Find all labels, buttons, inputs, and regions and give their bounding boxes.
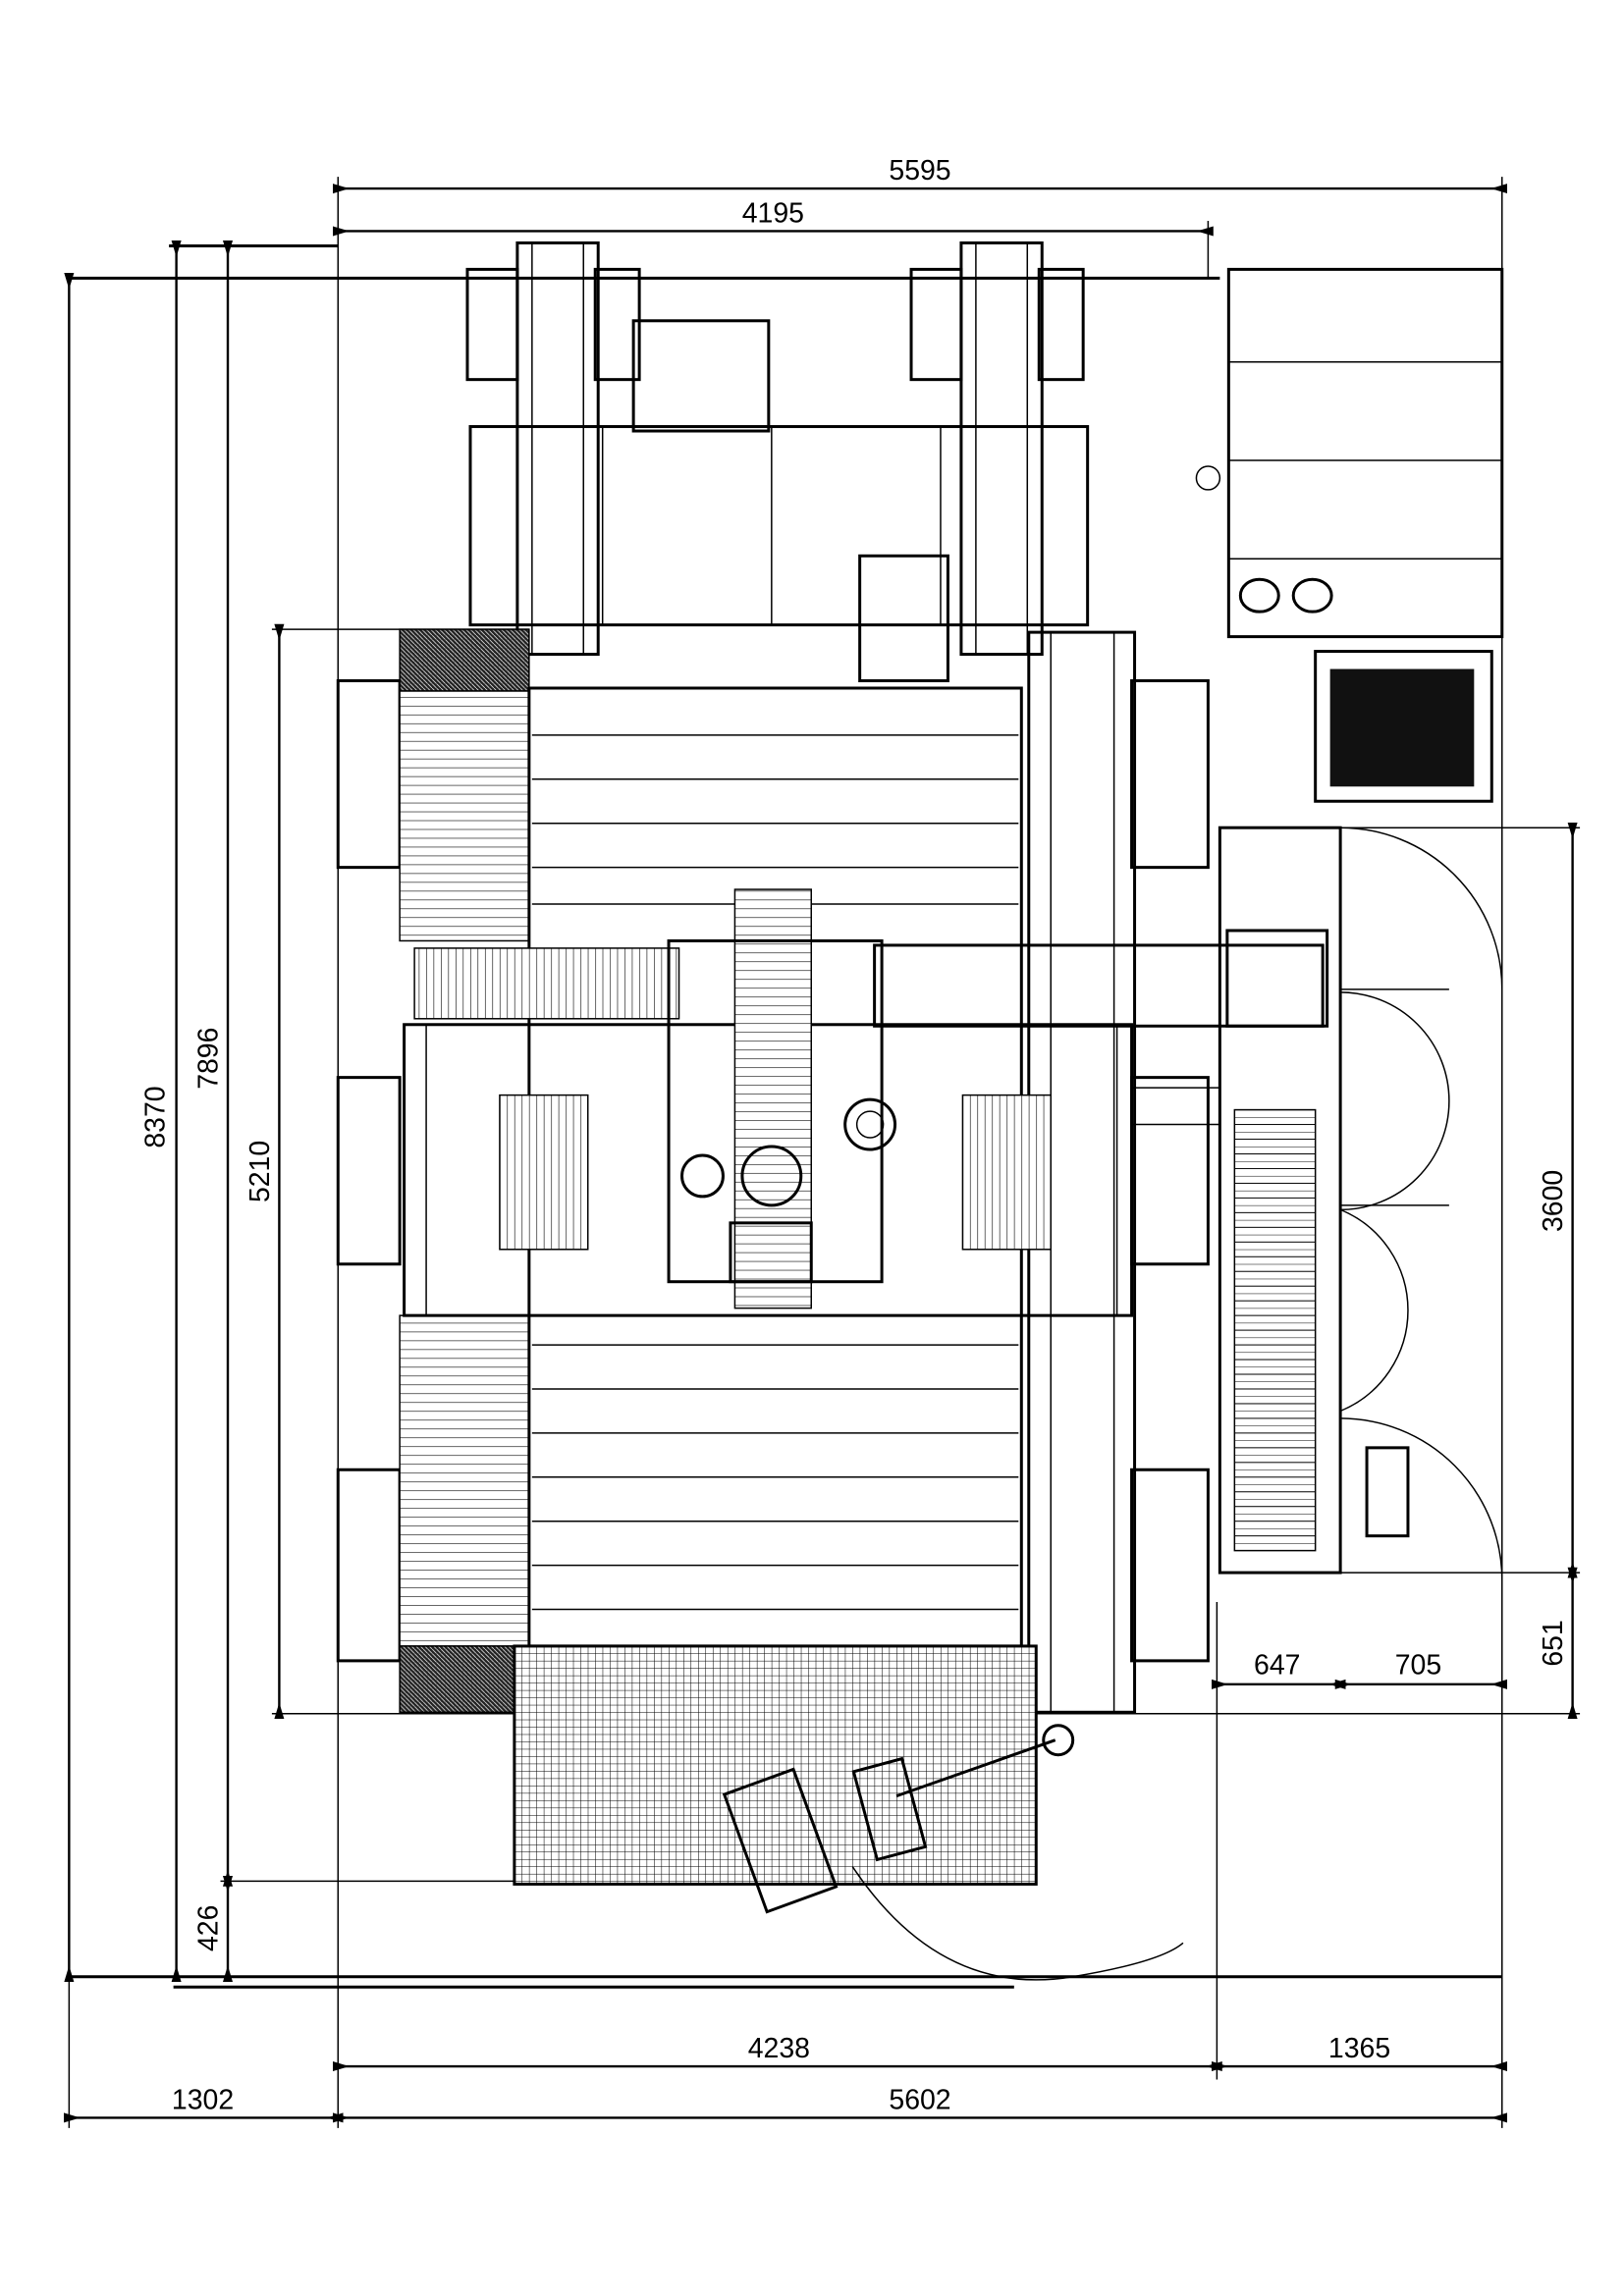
dimension-lines (63, 184, 1578, 2123)
dim-top-machine: 4195 (742, 197, 804, 229)
gantry (403, 888, 1325, 1317)
dim-right-conveyor: 3600 (1538, 1170, 1569, 1232)
rear-columns (465, 240, 1090, 683)
dim-left-overall: 8370 (140, 1086, 172, 1148)
chip-conveyor (1131, 826, 1410, 1575)
dim-top-overall: 5595 (889, 155, 950, 187)
floor-grating (513, 1644, 1184, 1981)
dim-bottom-left: 1302 (172, 2084, 234, 2115)
dim-bottom-machine: 4238 (748, 2033, 810, 2064)
dim-bottom-right: 1365 (1328, 2033, 1390, 2064)
dim-left-bottom-offset: 426 (193, 1905, 225, 1951)
dim-left-machine: 7896 (193, 1028, 225, 1090)
door-swing-arcs (1339, 827, 1503, 1580)
dim-left-table: 5210 (244, 1141, 276, 1202)
bellows-left (399, 628, 530, 1714)
dim-right-bottom: 651 (1538, 1620, 1569, 1666)
operator-panel-arm (722, 1724, 1075, 1914)
operator-monitor (1314, 650, 1493, 803)
control-cabinet (1195, 267, 1504, 639)
dim-bottom-overall: 5602 (889, 2084, 950, 2115)
dim-right-clearance: 705 (1395, 1649, 1441, 1681)
dim-conveyor-width: 647 (1254, 1649, 1300, 1681)
